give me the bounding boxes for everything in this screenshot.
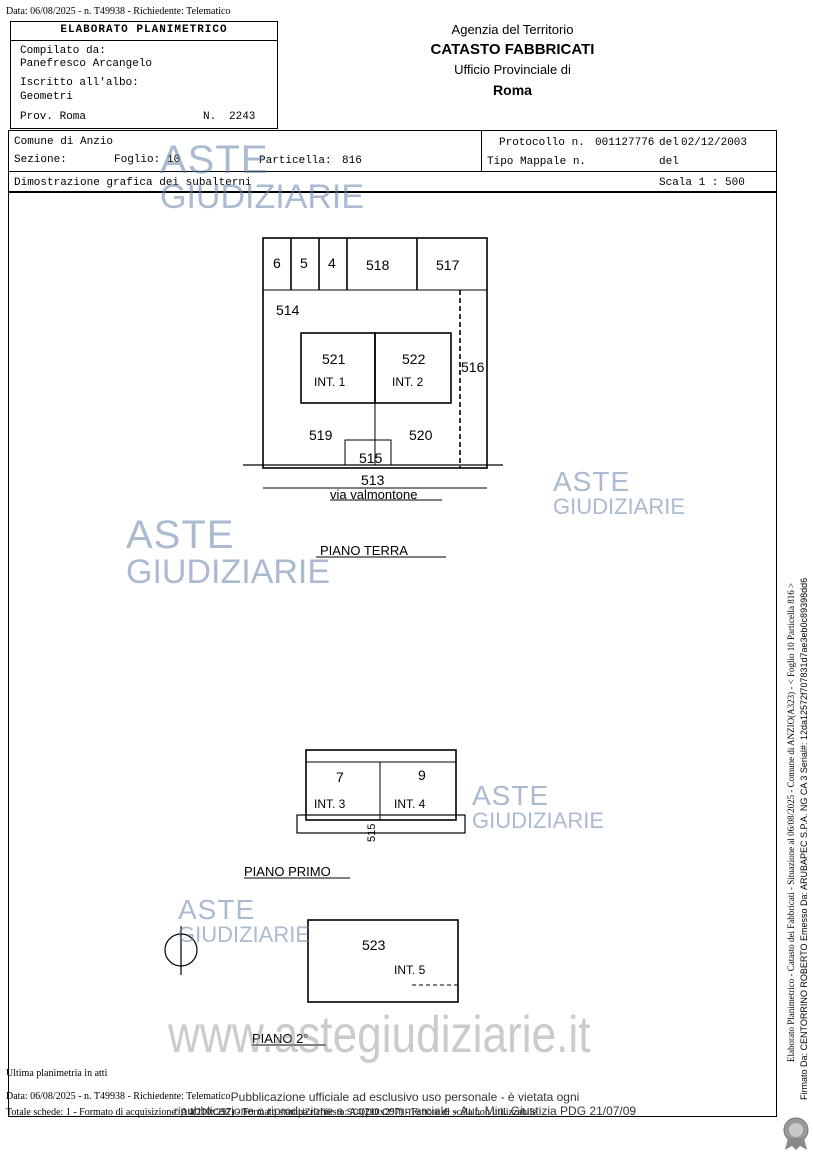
int-4-label: INT. 4 xyxy=(394,797,426,811)
elaborato-title-divider xyxy=(11,40,277,41)
header-date-line: Data: 06/08/2025 - n. T49938 - Richieden… xyxy=(6,6,231,17)
unit-521: 521 xyxy=(322,351,346,367)
int-3-label: INT. 3 xyxy=(314,797,346,811)
footer-line-2: Totale schede: 1 - Formato di acquisizio… xyxy=(6,1107,537,1118)
first-floor-outline xyxy=(305,749,457,821)
unit-514: 514 xyxy=(276,302,300,318)
int-2-label: INT. 2 xyxy=(392,375,424,389)
footer-ultima: Ultima planimetria in atti xyxy=(6,1068,108,1079)
foglio-label: Foglio: xyxy=(114,154,161,166)
footer-line-1: Data: 06/08/2025 - n. T49938 - Richieden… xyxy=(6,1091,231,1102)
agency-header: Agenzia del Territorio CATASTO FABBRICAT… xyxy=(380,20,645,100)
agency-name: Agenzia del Territorio xyxy=(451,22,574,37)
publication-notice: Pubblicazione ufficiale ad esclusivo uso… xyxy=(170,1090,640,1118)
unit-515: 515 xyxy=(359,450,383,466)
protocollo-label: Protocollo n. xyxy=(499,137,585,149)
elaborato-box: ELABORATO PLANIMETRICO Compilato da: Pan… xyxy=(10,21,278,129)
watermark-aste-1: ASTE GIUDIZIARIE xyxy=(160,140,364,214)
scala-label: Scala 1 : 500 xyxy=(659,177,745,189)
street-label: via valmontone xyxy=(330,487,417,502)
unit-518: 518 xyxy=(366,257,390,273)
sezione-label: Sezione: xyxy=(14,154,67,166)
unit-517: 517 xyxy=(436,257,460,273)
seal-icon xyxy=(783,1117,809,1150)
iscritto-label: Iscritto all'albo: xyxy=(20,77,139,89)
unit-520: 520 xyxy=(409,427,433,443)
watermark-giudiziarie-text: GIUDIZIARIE xyxy=(553,494,686,519)
watermark-aste-text: ASTE xyxy=(126,513,235,557)
comune-label: Comune di Anzio xyxy=(14,136,114,148)
watermark-giudiziarie-text: GIUDIZIARIE xyxy=(178,922,311,947)
side-text-catasto: Elaborato Planimetrico - Catasto dei Fab… xyxy=(786,582,796,1062)
compilato-value: Panefresco Arcangelo xyxy=(20,58,153,70)
n-label: N. xyxy=(203,111,217,123)
unit-515-stair: 515 xyxy=(366,824,378,842)
foglio-value: 10 xyxy=(167,154,181,166)
watermark-aste-text: ASTE xyxy=(553,466,631,497)
second-floor-outline xyxy=(307,919,459,1003)
n-value: 2243 xyxy=(229,111,256,123)
publication-notice-1: Pubblicazione ufficiale ad esclusivo uso… xyxy=(230,1090,580,1104)
watermark-aste-4: ASTE GIUDIZIARIE xyxy=(472,782,604,832)
ufficio-city: Roma xyxy=(493,82,532,98)
ground-floor-outline xyxy=(262,237,488,469)
dimostrazione-label: Dimostrazione grafica dei subalterni xyxy=(14,177,252,189)
watermark-aste-3: ASTE GIUDIZIARIE xyxy=(126,515,330,589)
particella-value: 816 xyxy=(342,155,362,167)
watermark-aste-5: ASTE GIUDIZIARIE xyxy=(178,896,310,946)
protocollo-date: 02/12/2003 xyxy=(681,137,748,149)
unit-9: 9 xyxy=(418,767,426,783)
watermark-aste-text: ASTE xyxy=(178,894,256,925)
unit-516: 516 xyxy=(461,359,485,375)
unit-523: 523 xyxy=(362,937,386,953)
watermark-giudiziarie-text: GIUDIZIARIE xyxy=(160,178,365,216)
side-text-firma: Firmato Da: CENTORRINO ROBERTO Emesso Da… xyxy=(799,577,809,1100)
watermark-aste-2: ASTE GIUDIZIARIE xyxy=(553,468,685,518)
watermark-site: www.astegiudiziarie.it xyxy=(168,1006,591,1064)
piano-terra-title: PIANO TERRA xyxy=(320,543,408,558)
info-divider-v xyxy=(481,131,482,171)
unit-7: 7 xyxy=(336,769,344,785)
info-divider-1 xyxy=(9,171,776,172)
watermark-aste-text: ASTE xyxy=(160,138,269,182)
tipo-mappale-del: del xyxy=(659,156,679,168)
catasto-title: CATASTO FABBRICATI xyxy=(430,41,595,58)
elaborato-title: ELABORATO PLANIMETRICO xyxy=(60,24,228,36)
compilato-label: Compilato da: xyxy=(20,45,106,57)
iscritto-value: Geometri xyxy=(20,91,73,103)
drawing-frame xyxy=(8,192,777,1117)
protocollo-value: 001127776 xyxy=(595,137,655,149)
protocollo-del-label: del xyxy=(659,137,679,149)
int-1-label: INT. 1 xyxy=(314,375,346,389)
unit-6: 6 xyxy=(273,255,281,271)
int-5-label: INT. 5 xyxy=(394,963,426,977)
unit-522: 522 xyxy=(402,351,426,367)
watermark-giudiziarie-text: GIUDIZIARIE xyxy=(472,808,605,833)
unit-5: 5 xyxy=(300,255,308,271)
prov-label: Prov. Roma xyxy=(20,111,87,123)
unit-513: 513 xyxy=(361,472,385,488)
info-box: Comune di Anzio Sezione: Foglio: 10 Part… xyxy=(8,130,777,192)
publication-notice-2: ripubblicazione o riproduzione a scopo c… xyxy=(173,1104,637,1118)
watermark-giudiziarie-text: GIUDIZIARIE xyxy=(126,553,331,591)
unit-519: 519 xyxy=(309,427,333,443)
piano-primo-title: PIANO PRIMO xyxy=(244,864,331,879)
particella-label: Particella: xyxy=(259,155,332,167)
piano-secondo-title: PIANO 2° xyxy=(252,1031,309,1046)
watermark-aste-text: ASTE xyxy=(472,780,550,811)
unit-4: 4 xyxy=(328,255,336,271)
tipo-mappale-label: Tipo Mappale n. xyxy=(487,156,587,168)
ufficio-label: Ufficio Provinciale di xyxy=(454,62,571,77)
